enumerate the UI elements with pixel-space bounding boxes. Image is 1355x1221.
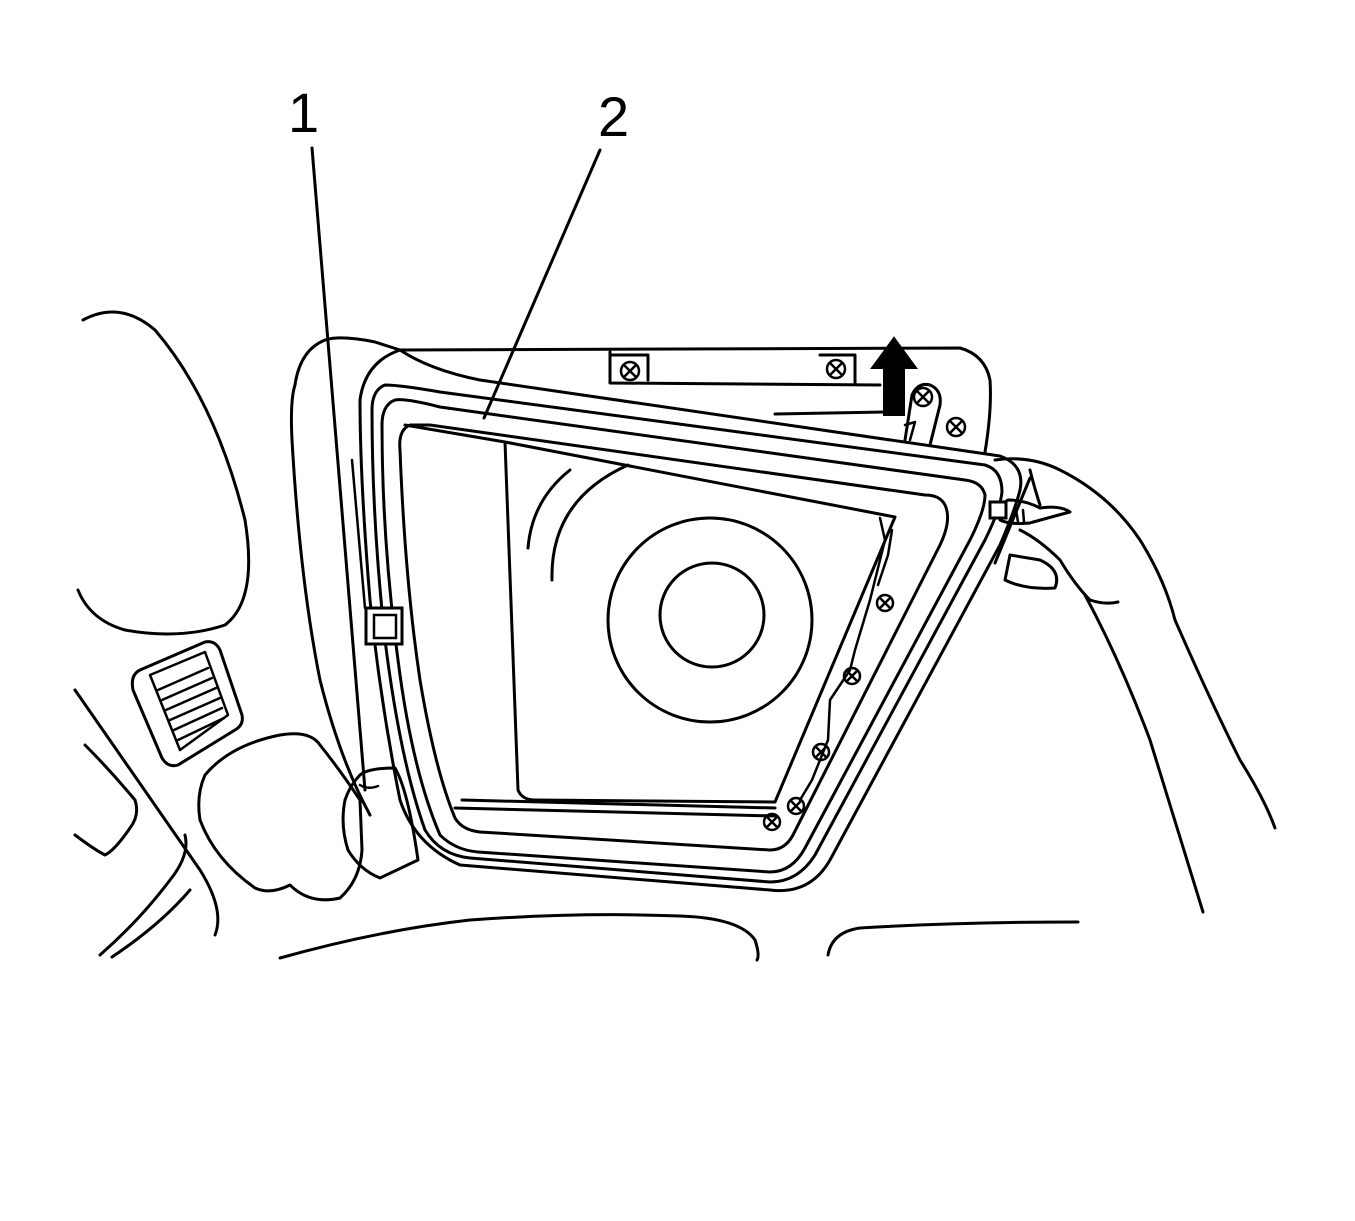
callout-1-label: 1 [288,81,319,144]
seat-cushion-right [826,920,1080,957]
right-wrist-line [993,476,1032,565]
clip-icon [988,500,1008,520]
top-bracket-tab-right [818,353,857,385]
armrest-pad [197,732,364,902]
door-panel-top-edge [323,336,992,454]
right-inner-edge-2 [876,528,894,587]
right-inner-edge [798,516,887,802]
seat-cushion-left [278,913,760,962]
left-inner-edge-line [350,458,367,610]
callout-1-leader [310,146,367,792]
center-console-inner [73,743,139,857]
inner-frame-top [403,423,507,444]
left-hand-finger [358,783,380,789]
finger-detail [1014,508,1026,524]
door-panel-outer [289,338,372,817]
door-trim-panel-ring-2 [370,383,1004,884]
right-hand-finger-2 [1003,553,1059,590]
center-console-edge [73,688,220,937]
speaker-cavity-bottom-band-2 [460,798,777,810]
speaker-arc [550,463,630,582]
door-trim-panel-outer-ring [358,348,1023,893]
right-hand [993,457,1277,830]
screw-icon [811,742,831,762]
seat-back [76,310,251,636]
screw-icon [842,666,862,686]
top-bracket-lower-line [773,410,887,416]
air-vent-icon [130,640,244,768]
screw-icon [825,358,847,380]
screw-icon [875,593,895,613]
bracket-hook [903,420,917,442]
right-hand-fingers [1018,528,1120,605]
callout-2-leader [482,148,602,420]
top-bracket-tab-left [610,353,650,382]
top-bracket-strip [608,350,882,387]
screw-icon [619,360,641,382]
screw-icon [786,796,806,816]
screw-icon [762,812,782,832]
right-corner-bracket [903,383,942,447]
callout-2-label: 2 [598,85,629,148]
clip-icon [364,606,404,646]
right-hand-palm [998,498,1072,526]
speaker-cavity [503,440,897,804]
speaker-icon [606,516,814,724]
screw-icon [945,416,967,438]
console-lower-curve [98,833,188,957]
screw-icon [912,386,934,408]
console-lower-curve-2 [110,888,192,959]
door-trim-panel-ring-3 [380,398,987,874]
right-forearm [1083,593,1205,914]
right-hand-thumb [1028,468,1042,507]
speaker-cavity-bottom-band [453,806,777,818]
inner-opening-frame [398,423,950,852]
speaker-arc-2 [526,468,572,550]
upward-arrow-icon [870,336,918,416]
